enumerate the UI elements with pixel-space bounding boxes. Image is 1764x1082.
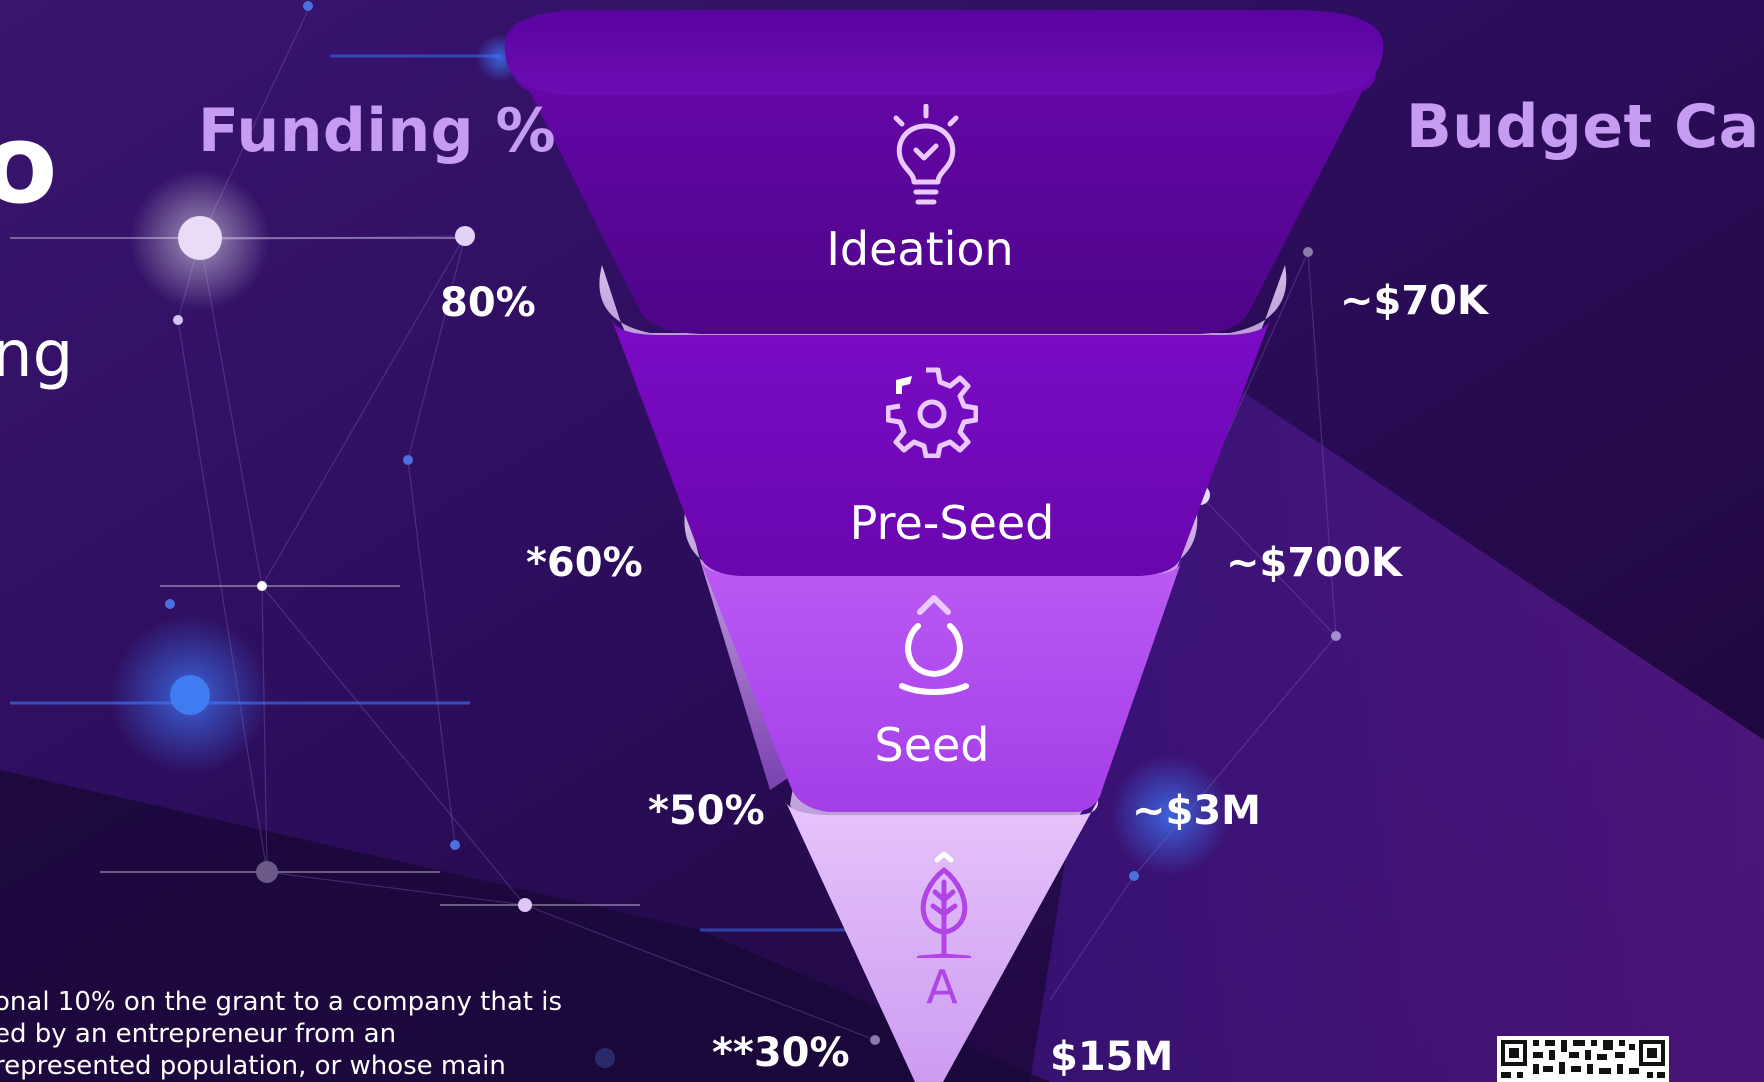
budget-pre-seed: ~$700K	[1226, 540, 1402, 586]
lightbulb-icon	[893, 104, 959, 205]
footnote-line: onal 10% on the grant to a company that …	[0, 987, 563, 1017]
budget-ideation: ~$70K	[1340, 278, 1489, 324]
page-title-fragment: o	[0, 100, 58, 228]
sprout-icon	[916, 852, 972, 958]
budget-cap-header: Budget Cap	[1406, 92, 1764, 162]
funding-pre-seed: *60%	[526, 540, 643, 586]
footnote-line: represented population, or whose main	[0, 1051, 506, 1081]
page-subtitle-fragment: ng	[0, 318, 74, 392]
stage-label-pre-seed: Pre-Seed	[849, 496, 1055, 550]
budget-a: $15M	[1050, 1034, 1174, 1080]
funding-header: Funding %	[198, 96, 557, 166]
footnote: onal 10% on the grant to a company that …	[0, 986, 563, 1082]
gear-icon	[886, 367, 978, 458]
stage-label-ideation: Ideation	[826, 222, 1014, 276]
budget-seed: ~$3M	[1132, 788, 1261, 834]
seed-icon	[899, 595, 969, 695]
footnote-line: ed by an entrepreneur from an	[0, 1019, 397, 1049]
qr-code-icon[interactable]	[1497, 1036, 1669, 1082]
funding-a: **30%	[712, 1030, 850, 1076]
funnel-stage-seed	[684, 505, 1198, 812]
stage-label-a: A	[926, 960, 958, 1014]
funding-seed: *50%	[648, 788, 765, 834]
stage-label-seed: Seed	[874, 718, 990, 772]
funding-ideation: 80%	[440, 280, 536, 326]
funnel-stage-ideation	[504, 10, 1384, 334]
